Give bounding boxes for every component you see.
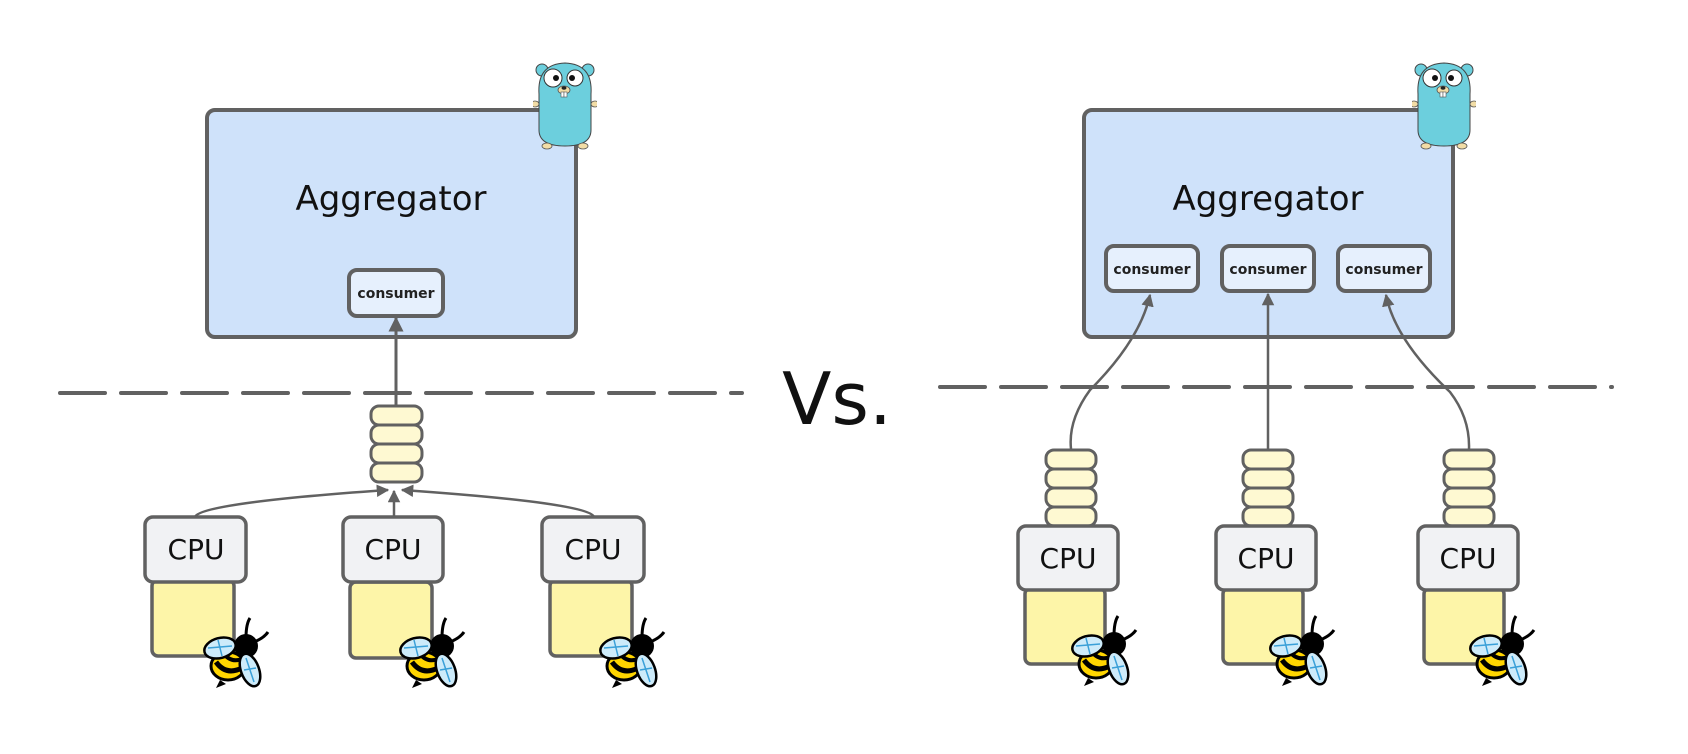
cpu-node: CPU: [341, 515, 464, 689]
aggregator-box: Aggregator: [205, 108, 578, 339]
cpu-node: CPU: [540, 515, 664, 689]
cpu-node: CPU: [1416, 524, 1534, 687]
queue-segment: [369, 442, 424, 465]
queue-segment: [1044, 505, 1098, 528]
consumer-label: consumer: [1345, 262, 1422, 278]
queue-segment: [1241, 505, 1295, 528]
cpu-header: [1214, 524, 1318, 592]
cpu-node: CPU: [143, 515, 268, 689]
cpu-header: [341, 515, 445, 584]
left-panel: Aggregator consumer CPU: [58, 62, 744, 689]
gopher-icon: [1412, 62, 1476, 150]
cpu-label: CPU: [168, 533, 225, 566]
cpu-label: CPU: [365, 533, 422, 566]
versus-label: Vs.: [782, 357, 892, 441]
gopher-icon: [533, 62, 597, 150]
cpu-node: CPU: [1214, 524, 1334, 687]
cpu-header: [540, 515, 646, 584]
consumer-box: consumer: [1104, 244, 1200, 293]
cpu3-to-queue-arrow: [400, 484, 596, 518]
queue-segment: [369, 461, 424, 484]
right-panel: Aggregator consumer consumer consumer: [938, 62, 1614, 687]
cpu-queue: [1044, 448, 1098, 528]
cpu-header: [143, 515, 248, 584]
queue-segment: [1241, 467, 1295, 490]
cpu-label: CPU: [1040, 542, 1097, 575]
consumer-label: consumer: [1229, 262, 1306, 278]
queue-segment: [1241, 448, 1295, 471]
cpu-queue: [1442, 448, 1496, 528]
cpu-queue: [1241, 448, 1295, 528]
queue-segment: [369, 404, 424, 427]
queue-segment: [1044, 486, 1098, 509]
queue-segment: [1442, 505, 1496, 528]
cpu-header: [1016, 524, 1120, 592]
cpu-label: CPU: [1238, 542, 1295, 575]
consumer-label: consumer: [357, 286, 434, 302]
aggregator-label: Aggregator: [1172, 179, 1363, 219]
consumer-box: consumer: [347, 268, 445, 318]
consumer-box: consumer: [1336, 244, 1432, 293]
cpu-header: [1416, 524, 1520, 592]
cpu-label: CPU: [1440, 542, 1497, 575]
consumer-box: consumer: [1220, 244, 1316, 293]
queue-segment: [1442, 467, 1496, 490]
queue-segment: [1044, 467, 1098, 490]
cpu-node: CPU: [1016, 524, 1136, 687]
cpu-label: CPU: [565, 533, 622, 566]
queue-segment: [1442, 486, 1496, 509]
shared-queue: [369, 404, 424, 484]
queue-segment: [1442, 448, 1496, 471]
queue-segment: [369, 423, 424, 446]
consumer-label: consumer: [1113, 262, 1190, 278]
aggregator-label: Aggregator: [295, 179, 486, 219]
queue1-to-consumer-arrow: [1069, 293, 1154, 450]
cpu1-to-queue-arrow: [193, 484, 390, 518]
queue-segment: [1044, 448, 1098, 471]
queue-segment: [1241, 486, 1295, 509]
